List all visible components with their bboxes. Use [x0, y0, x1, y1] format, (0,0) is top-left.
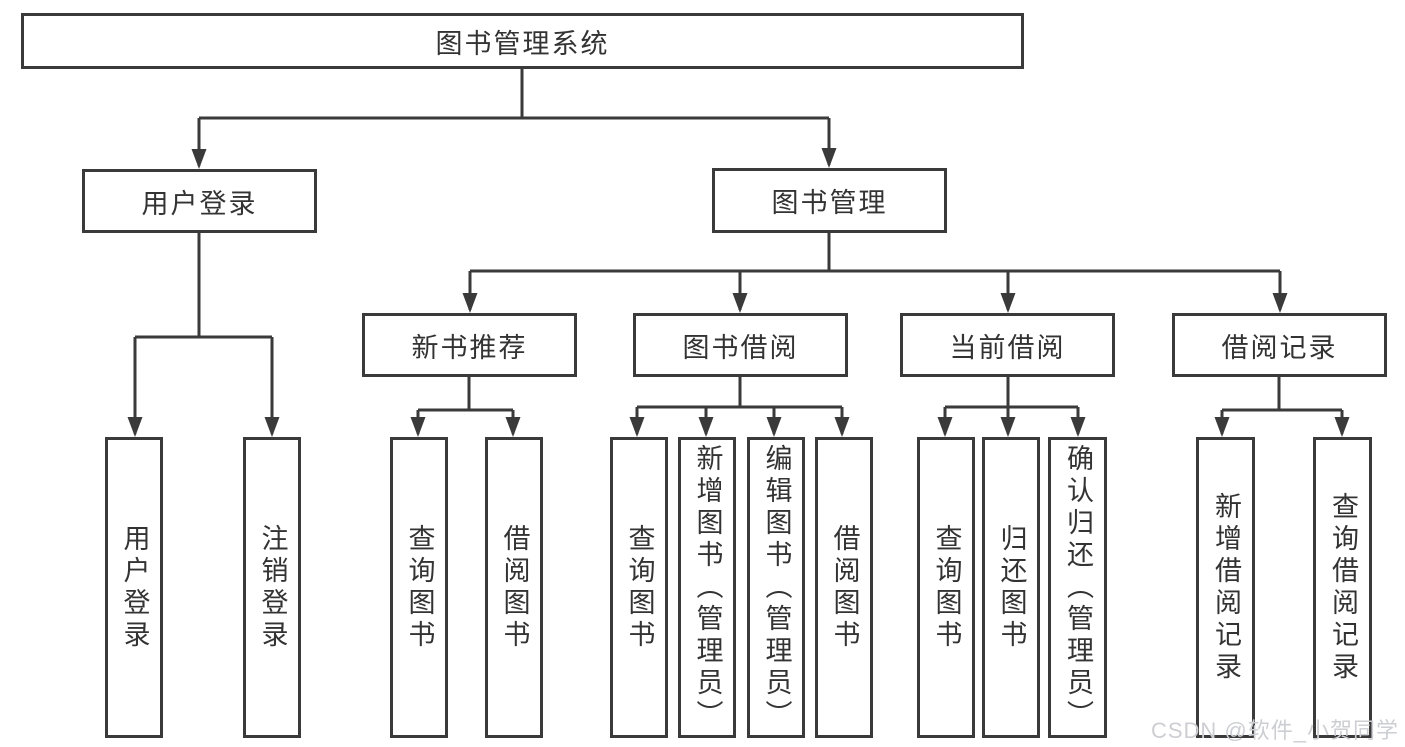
connector-user-login-children — [127, 233, 280, 437]
leaf-user-login: 用户登录 — [105, 437, 163, 738]
node-new-book-recommend: 新书推荐 — [362, 313, 577, 377]
leaf-query-borrow-record: 查询借阅记录 — [1313, 437, 1372, 738]
leaf-query-books-recommend: 查询图书 — [390, 437, 448, 738]
csdn-watermark: CSDN @软件_小贺同学 — [1150, 718, 1399, 743]
leaf-borrow-books: 借阅图书 — [815, 437, 873, 738]
node-root-library-system: 图书管理系统 — [21, 13, 1024, 69]
leaf-edit-book-admin: 编辑图书（管理员） — [747, 437, 805, 738]
connector-new-book-children — [410, 377, 521, 437]
node-borrow-records: 借阅记录 — [1172, 313, 1387, 377]
connector-book-borrow-children — [629, 377, 850, 437]
leaf-borrow-books-recommend: 借阅图书 — [485, 437, 543, 738]
connector-book-management-children — [462, 233, 1288, 313]
connector-borrow-records-children — [1214, 377, 1350, 437]
node-user-login: 用户登录 — [82, 169, 317, 233]
connector-current-borrow-children — [937, 377, 1086, 437]
leaf-add-borrow-record: 新增借阅记录 — [1196, 437, 1255, 738]
leaf-query-books-borrow: 查询图书 — [610, 437, 668, 738]
leaf-query-books-current: 查询图书 — [917, 437, 975, 738]
leaf-return-book: 归还图书 — [982, 437, 1040, 738]
leaf-logout: 注销登录 — [243, 437, 301, 738]
leaf-add-book-admin: 新增图书（管理员） — [678, 437, 736, 738]
leaf-confirm-return-admin: 确认归还（管理员） — [1048, 437, 1107, 738]
node-book-management: 图书管理 — [712, 168, 947, 233]
connector-root-to-level2 — [191, 69, 837, 169]
node-book-borrow: 图书借阅 — [633, 313, 848, 377]
node-current-borrow: 当前借阅 — [900, 313, 1115, 377]
